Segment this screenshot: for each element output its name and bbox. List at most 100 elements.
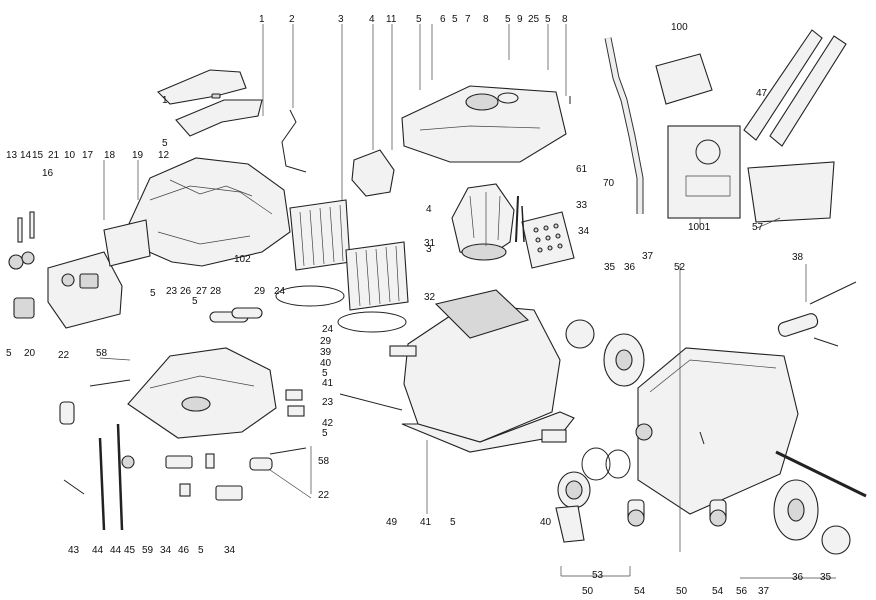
- handle-part: [157, 69, 263, 137]
- callout-2: 2: [289, 14, 295, 25]
- callout-5-h: 5: [6, 348, 12, 359]
- callout-34-b: 34: [160, 545, 172, 556]
- callout-1: 1: [259, 14, 265, 25]
- callout-59: 59: [142, 545, 154, 556]
- callout-49: 49: [386, 517, 398, 528]
- leader-lines: [99, 24, 836, 579]
- callout-70: 70: [603, 178, 615, 189]
- callout-4-b: 4: [426, 204, 432, 215]
- top-housing-part: [401, 85, 567, 163]
- callout-24-b: 24: [322, 324, 334, 335]
- pleated-filter-part: [289, 199, 409, 311]
- callout-36-a: 36: [624, 262, 636, 273]
- callout-58-b: 58: [318, 456, 330, 467]
- callout-11: 11: [386, 14, 397, 25]
- callout-9: 9: [517, 14, 523, 25]
- label-sticker-part: [667, 125, 741, 219]
- callout-8-a: 8: [483, 14, 489, 25]
- filter-bag-part: [747, 161, 835, 223]
- callout-41-a: 41: [322, 378, 334, 389]
- callout-35-b: 35: [820, 572, 832, 583]
- hose-connector-part: [555, 447, 631, 543]
- callout-35-a: 35: [604, 262, 616, 273]
- hose-inner: [605, 37, 643, 214]
- callout-20: 20: [24, 348, 36, 359]
- callout-labels: 1 2 3 4 11 5 6 5 7 8 5 9 25 5 8 100 1 5 …: [6, 14, 832, 597]
- small-parts: [59, 96, 705, 531]
- clip-part: [655, 53, 713, 105]
- callout-10: 10: [64, 150, 76, 161]
- callout-43: 43: [68, 545, 80, 556]
- callout-26: 26: [180, 286, 192, 297]
- callout-8-b: 8: [562, 14, 568, 25]
- callout-25: 25: [528, 14, 540, 25]
- callout-13: 13: [6, 150, 18, 161]
- callout-1-b: 1: [162, 95, 168, 106]
- callout-46: 46: [178, 545, 190, 556]
- callout-15: 15: [32, 150, 44, 161]
- callout-18: 18: [104, 150, 116, 161]
- callout-5-g: 5: [192, 296, 198, 307]
- callout-16: 16: [42, 168, 54, 179]
- callout-32: 32: [424, 292, 436, 303]
- callout-36-b: 36: [792, 572, 804, 583]
- gasket-part: [275, 285, 345, 307]
- base-plate-part: [127, 347, 277, 439]
- callout-39: 39: [320, 347, 332, 358]
- callout-45: 45: [124, 545, 136, 556]
- callout-50-b: 50: [676, 586, 688, 597]
- callout-5-i: 5: [322, 368, 328, 379]
- callout-1001: 1001: [688, 222, 711, 233]
- castor-part: [627, 499, 727, 527]
- bracket-part: [351, 149, 395, 197]
- callout-17: 17: [82, 150, 94, 161]
- callout-44-a: 44: [92, 545, 104, 556]
- callout-19: 19: [132, 150, 144, 161]
- callout-102: 102: [234, 254, 251, 265]
- callout-37-a: 37: [642, 251, 654, 262]
- motor-part: [451, 183, 515, 261]
- callout-100: 100: [671, 22, 688, 33]
- callout-5-d: 5: [545, 14, 551, 25]
- callout-21: 21: [48, 150, 60, 161]
- callout-53: 53: [592, 570, 604, 581]
- callout-23-b: 23: [322, 397, 334, 408]
- callout-4: 4: [369, 14, 375, 25]
- callout-5-k: 5: [450, 517, 456, 528]
- callout-6: 6: [440, 14, 446, 25]
- callout-42: 42: [322, 418, 334, 429]
- callout-3-b: 3: [426, 244, 432, 255]
- power-cable-part: [281, 109, 307, 173]
- control-panel-part: [8, 211, 151, 329]
- callout-29-a: 29: [254, 286, 266, 297]
- callout-7: 7: [465, 14, 471, 25]
- callout-34-c: 34: [224, 545, 236, 556]
- lower-housing-part: [401, 289, 575, 453]
- callout-27: 27: [196, 286, 208, 297]
- callout-31: 31: [424, 238, 436, 249]
- callout-5-j: 5: [322, 428, 328, 439]
- callout-44-b: 44: [110, 545, 122, 556]
- axle-part: [775, 450, 867, 498]
- callout-28: 28: [210, 286, 222, 297]
- callout-5-f: 5: [150, 288, 156, 299]
- callout-22-b: 22: [318, 490, 330, 501]
- callout-52: 52: [674, 262, 686, 273]
- wheel-part: [565, 319, 851, 555]
- callout-41-b: 41: [420, 517, 432, 528]
- callout-5-b: 5: [452, 14, 458, 25]
- callout-29-b: 29: [320, 336, 332, 347]
- container-part: [635, 347, 799, 515]
- extension-tubes-part: [743, 29, 847, 147]
- callout-23-a: 23: [166, 286, 178, 297]
- callout-54-a: 54: [634, 586, 646, 597]
- callout-33: 33: [576, 200, 588, 211]
- callout-34-a: 34: [578, 226, 590, 237]
- top-hood-part: [127, 157, 291, 267]
- callout-14: 14: [20, 150, 32, 161]
- callout-12: 12: [158, 150, 170, 161]
- callout-3: 3: [338, 14, 344, 25]
- callout-57: 57: [752, 222, 764, 233]
- callout-24-a: 24: [274, 286, 286, 297]
